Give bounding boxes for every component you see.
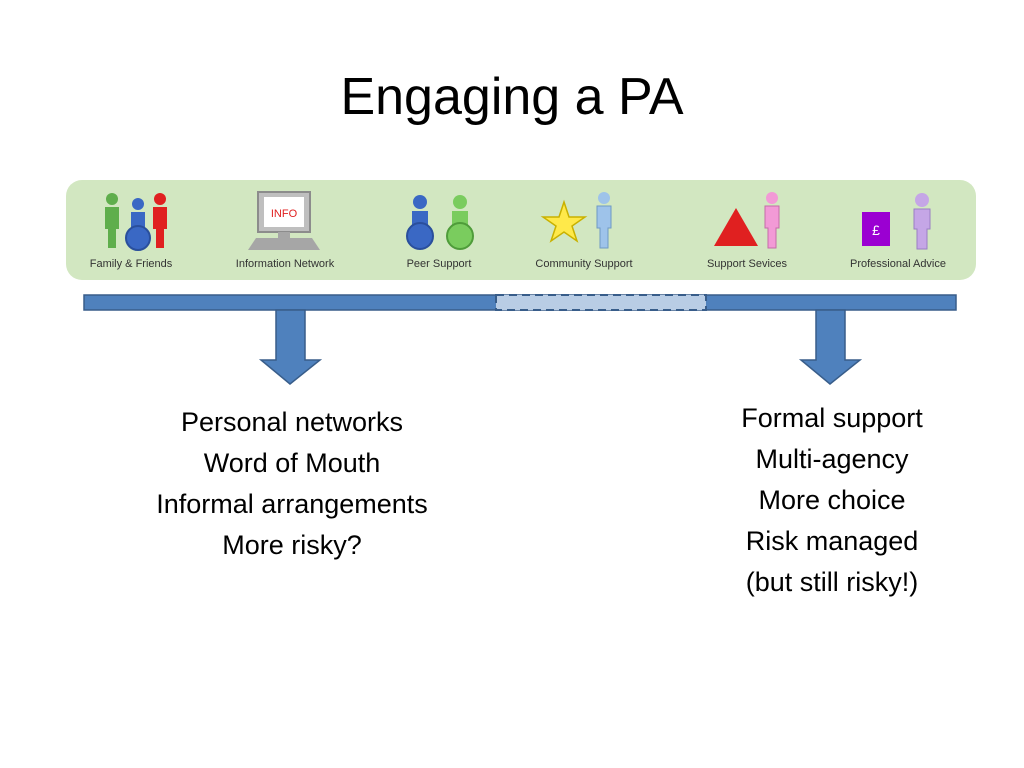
banner-item-label: Information Network [235,258,335,270]
info-screen-text: INFO [271,208,298,220]
left-down-arrow [258,309,323,385]
list-item: (but still risky!) [745,567,919,597]
list-item: Personal networks [180,407,404,437]
list-item: Word of Mouth [203,448,381,478]
banner-item-peer-support: Peer Support [384,180,494,280]
peer-people-icon [406,195,474,250]
pound-person-icon: £ [862,193,931,250]
list-item: More choice [758,485,906,515]
triangle-person-icon [714,192,780,249]
spectrum-bar-dashed-segment [495,294,707,311]
slide-title: Engaging a PA [340,68,684,126]
banner-item-label: Support Sevices [706,258,788,270]
banner-item-family-friends: Family & Friends [76,180,186,280]
pound-badge-text: £ [872,222,880,238]
list-item: Informal arrangements [156,489,428,519]
star-person-icon [540,192,612,249]
right-down-arrow [798,309,863,385]
list-item: Formal support [741,403,923,433]
formal-support-list: Formal support Multi-agency More choice … [632,398,1024,603]
banner-item-label: Community Support [535,258,633,270]
list-item: More risky? [222,530,362,560]
banner-item-information-network: INFO Information Network [224,180,346,280]
banner-item-professional-advice: £ Professional Advice [842,180,954,280]
support-spectrum-banner: Family & Friends INFO Information Networ… [66,180,976,280]
list-item: Risk managed [745,526,919,556]
family-people-icon [105,193,167,251]
informal-support-list: Personal networks Word of Mouth Informal… [92,402,492,566]
banner-item-community-support: Community Support [524,180,644,280]
list-item: Multi-agency [755,444,909,474]
spectrum-bar-solid [83,294,957,311]
banner-item-label: Peer Support [406,258,472,270]
banner-item-label: Family & Friends [89,258,173,270]
banner-item-label: Professional Advice [850,258,946,270]
banner-item-support-services: Support Sevices [692,180,802,280]
info-computer-icon: INFO [248,191,320,250]
